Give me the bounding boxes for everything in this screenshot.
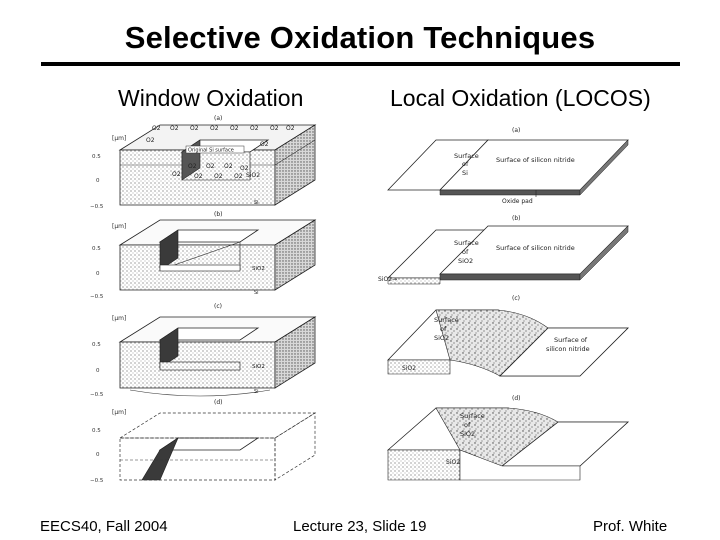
surface-si-2: of (462, 160, 469, 168)
o2-label-1: O2 (152, 125, 161, 132)
o2-label-11: O2 (188, 163, 197, 170)
window-panel-a: (a) Original Si surface O2 O2 O2 O2 O2 O… (118, 115, 317, 206)
panel-letter-c: (c) (214, 303, 222, 310)
sio2-label-locos-c: SiO2 (402, 365, 416, 372)
panel-letter-a: (a) (214, 115, 222, 122)
axis-unit-d: [μm] (112, 409, 126, 416)
locos-diagram: (a) Surface of Si Surface of silicon nit… (378, 127, 630, 481)
slide-title: Selective Oxidation Techniques (124, 20, 596, 55)
window-panel-b: (b) SiO2 Si (118, 211, 317, 296)
o2-label-9: O2 (146, 137, 155, 144)
locos-letter-a: (a) (512, 127, 520, 134)
tick-d-0: 0 (96, 452, 100, 458)
sio2-label-b: SiO2 (252, 266, 265, 272)
surface-sio2-c-3: SiO2 (434, 334, 449, 342)
surface-nitride-b: Surface of silicon nitride (496, 244, 575, 252)
title-underline (41, 62, 680, 66)
tick-d-neg: −0.5 (90, 478, 104, 484)
axis-unit-a: [μm] (112, 135, 126, 142)
o2-label-16: O2 (214, 173, 223, 180)
o2-label-13: O2 (224, 163, 233, 170)
surface-sio2-b-2: of (462, 248, 469, 256)
o2-label-14: O2 (172, 171, 181, 178)
locos-panel-d: (d) Surface of SiO2 SiO2 (386, 395, 630, 481)
window-oxidation-figure: [μm] 0.5 0 −0.5 [μm] 0.5 0 −0.5 [μm] 0.5… (90, 110, 325, 488)
locos-panel-a: (a) Surface of Si Surface of silicon nit… (387, 127, 629, 205)
locos-panel-c: (c) Surface of SiO2 Surface of silicon n… (387, 295, 629, 377)
tick-a-0: 0 (96, 178, 100, 184)
o2-label-10: O2 (260, 141, 269, 148)
tick-b-0.5: 0.5 (92, 246, 101, 252)
surface-sio2-d-3: SiO2 (460, 430, 475, 438)
o2-label-4: O2 (210, 125, 219, 132)
panel-letter-d: (d) (214, 399, 223, 406)
oxide-pad-label: Oxide pad (502, 198, 533, 205)
tick-c-0: 0 (96, 368, 100, 374)
si-label-a: Si (254, 200, 259, 206)
axis-unit-c: [μm] (112, 315, 126, 322)
locos-heading: Local Oxidation (LOCOS) (390, 85, 651, 111)
o2-label-15: O2 (194, 173, 203, 180)
o2-label-2: O2 (170, 125, 179, 132)
o2-label-18: O2 (240, 165, 249, 172)
o2-label-12: O2 (206, 163, 215, 170)
footer-course: EECS40, Fall 2004 (40, 518, 168, 535)
locos-figure: (a) Surface of Si Surface of silicon nit… (378, 118, 640, 494)
footer-author: Prof. White (593, 518, 668, 535)
tick-a-0.5: 0.5 (92, 154, 101, 160)
locos-panel-b: (b) Surface of SiO2 Surface of silicon n… (378, 215, 629, 285)
window-oxidation-heading: Window Oxidation (118, 85, 304, 111)
surface-nitride-c-1: Surface of (554, 336, 588, 344)
surface-nitride-c-2: silicon nitride (546, 345, 590, 353)
surface-sio2-c-1: Surface (434, 316, 459, 324)
surface-sio2-d-2: of (464, 421, 471, 429)
surface-sio2-b-1: Surface (454, 239, 479, 247)
o2-label-6: O2 (250, 125, 259, 132)
tick-d-0.5: 0.5 (92, 428, 101, 434)
locos-letter-b: (b) (512, 215, 521, 222)
footer-slide-number: Lecture 23, Slide 19 (293, 518, 427, 535)
surface-nitride-a: Surface of silicon nitride (496, 156, 575, 164)
panel-letter-b: (b) (214, 211, 223, 218)
sio2-label-a: SiO2 (246, 172, 260, 179)
o2-label-3: O2 (190, 125, 199, 132)
surface-sio2-b-3: SiO2 (458, 257, 473, 265)
tick-c-neg: −0.5 (90, 392, 104, 398)
axis-unit-b: [μm] (112, 223, 126, 230)
si-label-c: Si (254, 389, 259, 395)
o2-label-8: O2 (286, 125, 295, 132)
surface-si-3: Si (462, 169, 468, 177)
surface-si-1: Surface (454, 152, 479, 160)
locos-letter-d: (d) (512, 395, 521, 402)
tick-b-neg: −0.5 (90, 294, 104, 300)
tick-c-0.5: 0.5 (92, 342, 101, 348)
sio2-label-c: SiO2 (252, 364, 265, 370)
o2-label-5: O2 (230, 125, 239, 132)
si-label-b: Si (254, 290, 259, 296)
surface-sio2-c-2: of (440, 325, 447, 333)
tick-b-0: 0 (96, 271, 100, 277)
locos-letter-c: (c) (512, 295, 520, 302)
o2-label-7: O2 (270, 125, 279, 132)
surface-sio2-d-1: Surface (460, 412, 485, 420)
window-panel-d: (d) (118, 399, 317, 481)
sio2-label-locos-d: SiO2 (446, 459, 460, 466)
sio2-arrow-label: SiO2→ (378, 276, 397, 283)
o2-label-17: O2 (234, 173, 243, 180)
window-label: Original Si surface (188, 148, 234, 154)
tick-a-neg: −0.5 (90, 204, 104, 210)
window-panel-c: (c) SiO2 Si (118, 303, 317, 397)
window-oxidation-diagram: [μm] 0.5 0 −0.5 [μm] 0.5 0 −0.5 [μm] 0.5… (90, 115, 317, 484)
